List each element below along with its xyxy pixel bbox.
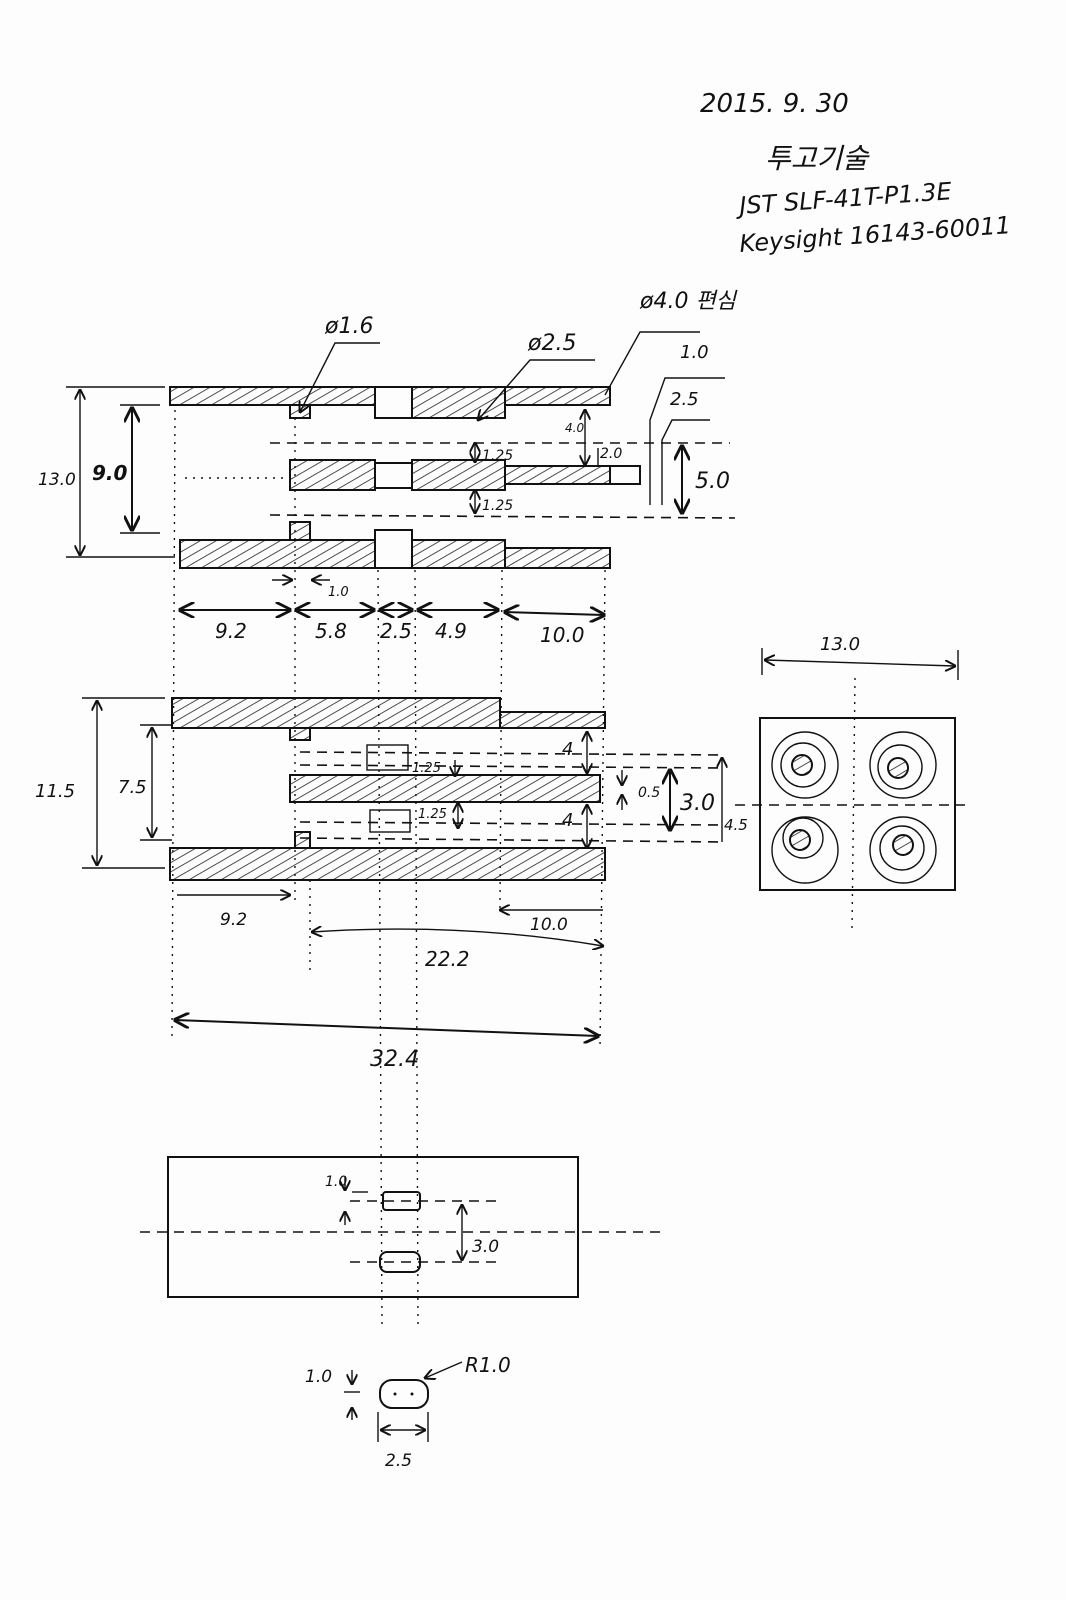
dim-7-5: 7.5	[118, 777, 147, 798]
contact-holes	[771, 731, 937, 884]
title-block: 2015. 9. 30 투고기술 JST SLF-41T-P1.3E Keysi…	[700, 89, 1012, 258]
dim-9: 9.0	[92, 461, 128, 485]
dim-3-0-mid: 3.0	[680, 791, 715, 816]
dim-32-4: 32.4	[370, 1047, 419, 1072]
plan-view-bottom: 1.0 3.0	[140, 1156, 660, 1298]
row-dim-1: 5.8	[315, 619, 347, 643]
dim-0-5: 0.5	[638, 785, 660, 801]
dim-5-0: 5.0	[695, 469, 730, 494]
row-dim-0: 9.2	[215, 619, 247, 643]
row-dim-3: 4.9	[435, 619, 467, 643]
slot-radius: R1.0	[465, 1353, 511, 1377]
row-dim-2: 2.5	[380, 619, 412, 643]
dim-1-25-mid-b: 1.25	[418, 807, 447, 822]
dim-4-a: 4	[562, 739, 573, 760]
slot-detail: R1.0 1.0 2.5	[305, 1353, 511, 1471]
dim-2-5-right: 2.5	[670, 389, 699, 410]
dim-1-0-small: 1.0	[328, 585, 349, 600]
dim-1-0-right: 1.0	[680, 342, 709, 363]
slot-height: 1.0	[305, 1367, 332, 1387]
callout-phi-1-6: ø1.6	[324, 314, 373, 339]
part-number-1: JST SLF-41T-P1.3E	[734, 177, 953, 220]
dim-22-2: 22.2	[425, 947, 470, 971]
dim-1-25-b: 1.25	[482, 498, 513, 514]
dim-1-25-a: 1.25	[482, 448, 513, 464]
dim-4-b: 4	[562, 810, 573, 831]
dim-2-0: 2.0	[600, 446, 622, 462]
end-view-dim-13: 13.0	[820, 634, 860, 655]
callout-phi-4-0-offset: ø4.0 편심	[639, 289, 738, 314]
part-number-2: Keysight 16143-60011	[738, 211, 1011, 258]
section-view-middle: 11.5 7.5 1.25 1.25 4 4 0.5 3.0 4.5 9.2 1…	[35, 697, 748, 1072]
slot-width: 2.5	[385, 1451, 412, 1471]
slot-dim-3-0: 3.0	[472, 1237, 499, 1257]
callout-phi-2-5: ø2.5	[527, 331, 576, 356]
slot-dim-1-0: 1.0	[325, 1174, 347, 1190]
dim-13: 13.0	[38, 470, 76, 490]
date-label: 2015. 9. 30	[700, 89, 849, 119]
dim-9-2-mid: 9.2	[220, 910, 247, 930]
company-label: 투고기술	[765, 142, 870, 175]
section-view-top: 13.0 9.0 ø1.6 ø2.5 ø4.0 편심 1.0 2.5 4.0 2…	[38, 289, 738, 647]
dim-4-0: 4.0	[565, 421, 584, 435]
row-dim-4: 10.0	[540, 623, 585, 647]
dim-11-5: 11.5	[35, 781, 75, 802]
end-view: 13.0	[735, 634, 965, 931]
dim-4-5: 4.5	[724, 816, 748, 834]
dim-10-0-mid: 10.0	[530, 915, 568, 935]
dim-1-25-mid-a: 1.25	[412, 761, 441, 776]
